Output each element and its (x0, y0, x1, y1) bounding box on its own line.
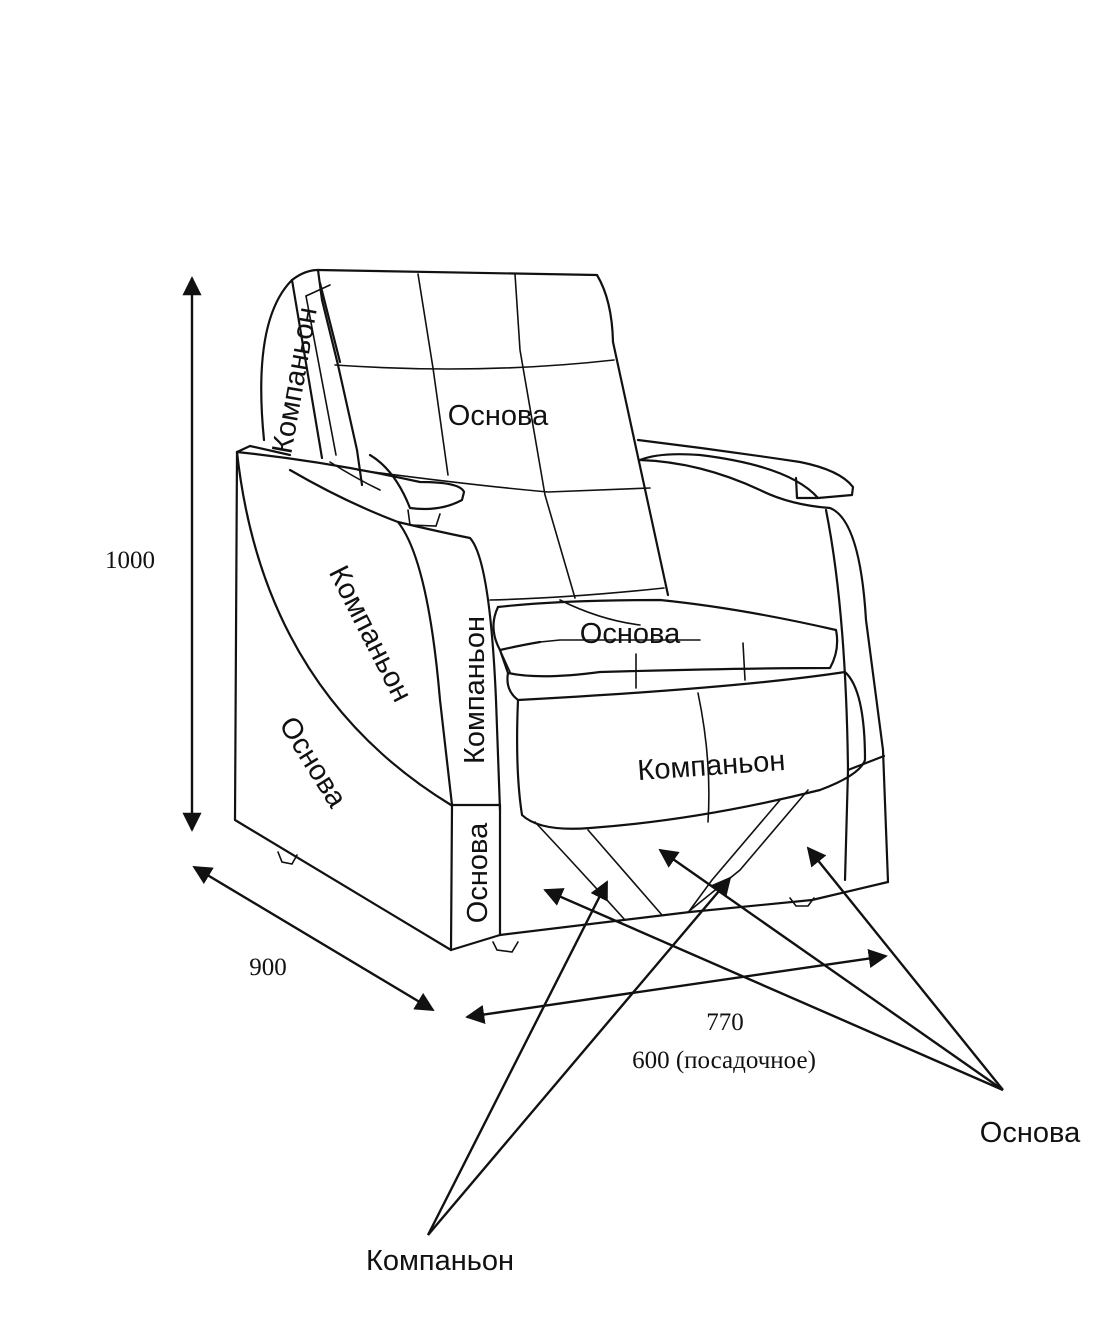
height-dimension-label: 1000 (105, 547, 155, 574)
depth-dimension-arrow (192, 865, 435, 1012)
back-side-label: Компаньон (267, 305, 324, 456)
front-base-label: Основа (462, 822, 494, 923)
base-callout-label: Основа (980, 1117, 1081, 1149)
back-main-label: Основа (448, 400, 549, 432)
seat-width-dimension-label: 600 (посадочное) (632, 1047, 816, 1074)
armchair-outline (233, 268, 890, 953)
companion-callout-arrows (426, 876, 732, 1236)
seat-front-label: Компаньон (636, 745, 786, 787)
width-dimension-label: 770 (706, 1009, 744, 1036)
side-base-label: Основа (272, 711, 353, 814)
seat-top-label: Основа (580, 618, 681, 650)
companion-callout-label: Компаньон (366, 1245, 514, 1277)
depth-dimension-label: 900 (249, 954, 287, 981)
arm-front-label: Компаньон (459, 616, 491, 764)
width-dimension-arrow (465, 948, 888, 1025)
arm-inner-label: Компаньон (322, 561, 418, 707)
